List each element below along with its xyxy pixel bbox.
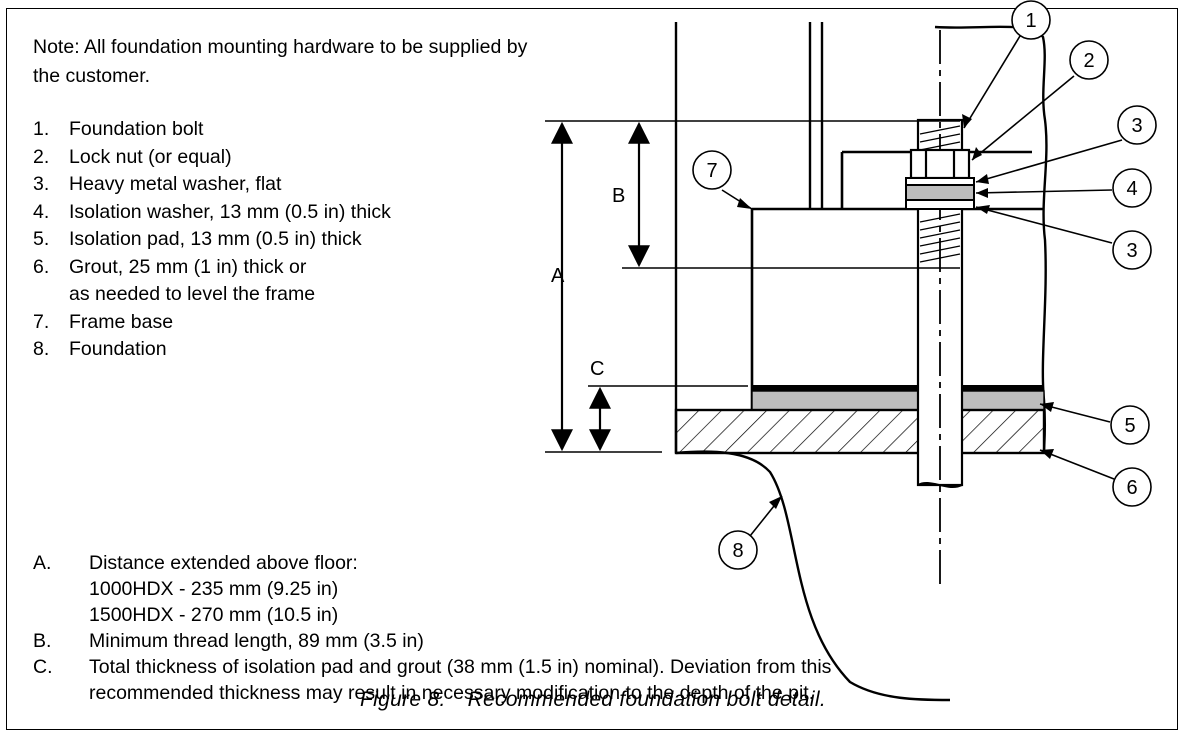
dimension-b-text: Minimum thread length, 89 mm (3.5 in) xyxy=(89,630,424,652)
legend-num: 4. xyxy=(33,200,50,223)
callout-2: 2 xyxy=(1069,40,1109,80)
legend-label: Heavy metal washer, flat xyxy=(69,173,282,195)
metal-washer-bottom xyxy=(905,199,975,210)
metal-washer-top xyxy=(905,177,975,186)
legend-num: 1. xyxy=(33,118,50,140)
dimension-lines xyxy=(545,120,960,453)
dimension-letter: C. xyxy=(33,656,53,678)
legend-item-6-cont: as needed to level the frame xyxy=(33,281,391,309)
callout-6-label: 6 xyxy=(1126,477,1137,499)
dimension-a-line1: 1000HDX - 235 mm (9.25 in) xyxy=(89,578,339,600)
dim-label-a: A xyxy=(551,265,565,287)
legend-label: Frame base xyxy=(69,310,174,333)
callout-3-label: 3 xyxy=(1131,115,1142,137)
callout-7: 7 xyxy=(692,150,732,190)
legend-label: as needed to level the frame xyxy=(69,283,316,305)
dimension-c-line1: Total thickness of isolation pad and gro… xyxy=(89,656,832,678)
legend-item-7: 7. Frame base xyxy=(33,309,391,337)
dim-label-c: C xyxy=(590,358,604,380)
dimension-a: A. Distance extended above floor: 1000HD… xyxy=(33,550,831,628)
lock-nut xyxy=(909,148,971,180)
legend-num: 8. xyxy=(33,338,50,360)
legend-item-2: 2. Lock nut (or equal) xyxy=(33,144,391,172)
callout-4: 4 xyxy=(1112,168,1152,208)
frame-top-plate xyxy=(752,150,1044,211)
legend-num: 3. xyxy=(33,173,50,195)
legend-item-3: 3. Heavy metal washer, flat xyxy=(33,171,391,199)
callout-5-label: 5 xyxy=(1124,415,1135,437)
grout-strip xyxy=(752,385,1044,391)
parts-legend: 1.Foundation bolt 2.Lock nut (or equal) … xyxy=(33,116,391,364)
callout-7-label: 7 xyxy=(706,160,717,182)
callout-5: 5 xyxy=(1110,405,1150,445)
dimension-b: B. Minimum thread length, 89 mm (3.5 in) xyxy=(33,628,831,654)
callout-arrowheads xyxy=(737,114,1054,509)
dimension-letter: A. xyxy=(33,552,52,574)
dimension-letter: B. xyxy=(33,630,52,652)
legend-label: Foundation bolt xyxy=(69,118,204,140)
isolation-washer xyxy=(905,184,975,201)
dimension-legend: A. Distance extended above floor: 1000HD… xyxy=(33,550,831,706)
callout-1: 1 xyxy=(1011,0,1051,40)
callout-8: 8 xyxy=(718,530,758,570)
legend-item-4: 4. Isolation washer, 13 mm (0.5 in) thick xyxy=(33,199,391,227)
legend-label: Foundation xyxy=(69,338,167,360)
callout-1-label: 1 xyxy=(1025,10,1036,32)
foundation-outline xyxy=(674,22,1048,702)
callout-4-label: 4 xyxy=(1126,178,1137,200)
dimension-c: C. Total thickness of isolation pad and … xyxy=(33,654,831,706)
figure-frame xyxy=(6,8,1178,730)
note-text: Note: All foundation mounting hardware t… xyxy=(33,36,528,87)
callout-3-bottom: 3 xyxy=(1112,230,1152,270)
isolation-pad xyxy=(751,390,1045,411)
legend-item-6: 6. Grout, 25 mm (1 in) thick or xyxy=(33,254,391,282)
bolt-break xyxy=(917,482,963,488)
callout-2-label: 2 xyxy=(1083,50,1094,72)
legend-num: 6. xyxy=(33,255,50,278)
dimension-a-line2: 1500HDX - 270 mm (10.5 in) xyxy=(89,604,339,626)
dimension-a-title: Distance extended above floor: xyxy=(89,552,358,574)
legend-item-8: 8. Foundation xyxy=(33,336,391,364)
legend-num: 2. xyxy=(33,145,50,168)
legend-item-5: 5. Isolation pad, 13 mm (0.5 in) thick xyxy=(33,226,391,254)
legend-label: Isolation pad, 13 mm (0.5 in) thick xyxy=(69,228,362,250)
legend-label: Grout, 25 mm (1 in) thick or xyxy=(69,255,307,278)
legend-item-1: 1. Foundation bolt xyxy=(33,116,391,144)
callout-8-label: 8 xyxy=(732,540,743,562)
callout-6: 6 xyxy=(1112,467,1152,507)
legend-label: Isolation washer, 13 mm (0.5 in) thick xyxy=(69,200,391,223)
frame-post xyxy=(808,22,824,208)
callout-3-top: 3 xyxy=(1117,105,1157,145)
foundation-slab xyxy=(674,408,1046,455)
dimension-c-line2: recommended thickness may result in nece… xyxy=(89,682,815,704)
legend-label: Lock nut (or equal) xyxy=(69,145,232,168)
legend-num: 5. xyxy=(33,228,50,250)
figure-title: Recommended foundation bolt detail. xyxy=(467,688,826,711)
figure-number: Figure 8. xyxy=(360,688,446,711)
callout-3b-label: 3 xyxy=(1126,240,1137,262)
figure-caption: Figure 8. Recommended foundation bolt det… xyxy=(0,688,1186,712)
dim-label-b: B xyxy=(612,185,625,207)
legend-num: 7. xyxy=(33,310,50,333)
callout-leaders xyxy=(721,35,1123,537)
